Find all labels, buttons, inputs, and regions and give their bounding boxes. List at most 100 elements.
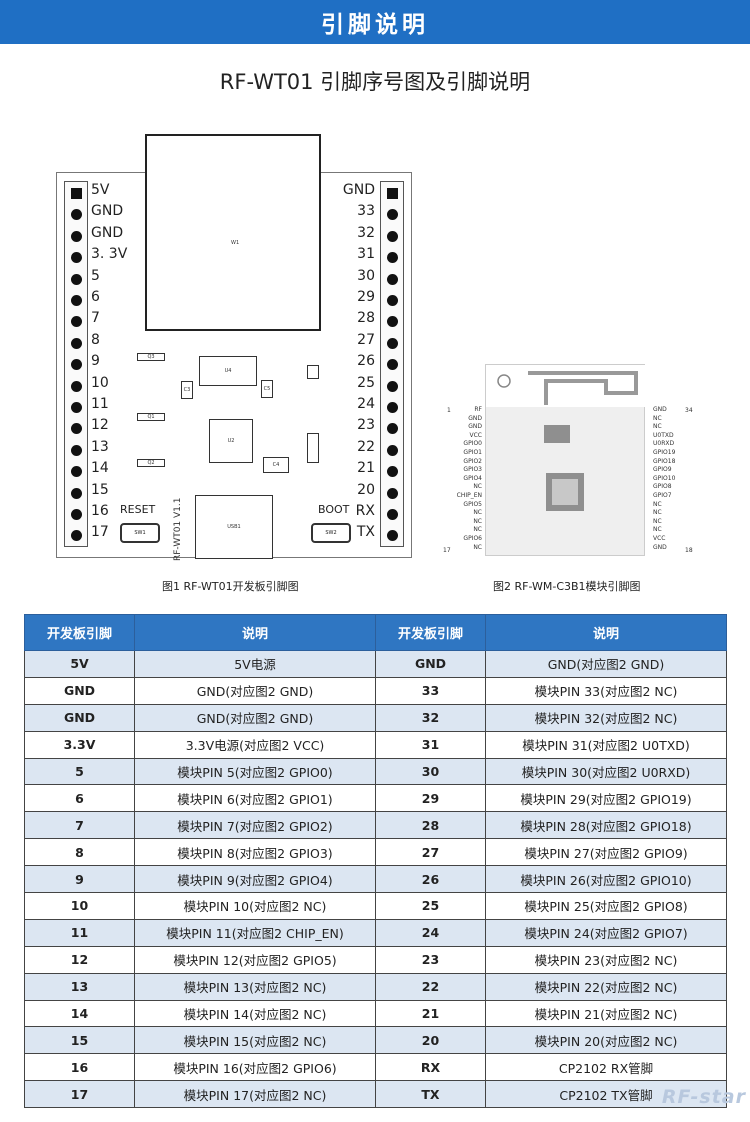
- board-right-pin: [387, 423, 398, 435]
- module-right-pin-label: NC: [653, 517, 662, 525]
- board-version: RF-WT01 V1.1: [173, 497, 183, 562]
- module-left-pin-label: NC: [473, 526, 482, 534]
- module-right-pin-label: GPIO8: [653, 483, 672, 491]
- cell-board-pin-left: 12: [24, 945, 135, 974]
- board-right-pin-label: 29: [357, 289, 375, 305]
- board-left-pin-label: 11: [91, 396, 109, 412]
- module-left-pin-label: NC: [473, 483, 482, 491]
- board-right-pin-label: GND: [342, 182, 375, 198]
- cell-description-right: 模块PIN 33(对应图2 NC): [485, 676, 727, 705]
- cell-description-left: 模块PIN 15(对应图2 NC): [134, 1026, 376, 1055]
- board-left-pin: [71, 209, 82, 221]
- board-right-pin: [387, 466, 398, 478]
- board-left-pin: [71, 402, 82, 413]
- right-pin-header: [380, 181, 404, 547]
- board-left-pin: [71, 509, 82, 520]
- cell-board-pin-right: 23: [375, 945, 486, 974]
- cell-description-right: 模块PIN 23(对应图2 NC): [485, 945, 727, 974]
- board-right-pin-label: 33: [357, 203, 375, 220]
- module-left-pin-label: GND: [468, 414, 482, 422]
- cell-description-right: 模块PIN 26(对应图2 GPIO10): [485, 865, 727, 894]
- board-right-pin: [387, 230, 398, 242]
- cell-board-pin-right: 24: [375, 918, 486, 947]
- board-left-pin: [71, 273, 82, 285]
- module-right-pin-label: NC: [653, 509, 662, 517]
- cell-description-right: 模块PIN 25(对应图2 GPIO8): [485, 892, 727, 920]
- cell-board-pin-right: RX: [375, 1053, 486, 1082]
- board-right-pin: [387, 380, 398, 392]
- board-left-pin: [71, 423, 82, 435]
- cell-board-pin-right: 31: [375, 730, 486, 759]
- board-right-pin-label: 23: [357, 417, 375, 434]
- module-pin-number-18: 18: [685, 547, 693, 554]
- board-right-pin: [387, 530, 398, 542]
- module-right-pin-label: U0RXD: [653, 440, 675, 448]
- board-left-pin-label: GND: [91, 203, 124, 220]
- cell-description-left: 模块PIN 17(对应图2 NC): [134, 1080, 376, 1109]
- component-d6: [307, 365, 319, 379]
- board-right-pin-label: 25: [357, 374, 375, 391]
- module-left-pin-label: NC: [473, 509, 482, 517]
- cell-board-pin-left: 10: [24, 892, 135, 920]
- module-left-pin-label: GPIO0: [463, 440, 482, 448]
- table-header-row: 开发板引脚 说明 开发板引脚 说明: [24, 614, 727, 651]
- board-left-pin: [71, 337, 82, 349]
- module-left-pin-label: GPIO6: [463, 535, 482, 542]
- figure2-caption: 图2 RF-WM-C3B1模块引脚图: [493, 580, 641, 593]
- board-right-pin-label: 27: [357, 331, 375, 348]
- cell-description-right: CP2102 TX管脚: [485, 1080, 727, 1109]
- cell-board-pin-left: 9: [24, 865, 135, 894]
- cell-board-pin-left: 8: [24, 838, 135, 867]
- header-description-right: 说明: [485, 614, 727, 651]
- board-right-pin: [387, 487, 398, 499]
- board-right-pin: [387, 337, 398, 349]
- ic-u2: U2: [209, 419, 253, 463]
- board-left-pin-label: 10: [91, 374, 109, 391]
- board-right-pin: [387, 252, 398, 264]
- cell-board-pin-left: 7: [24, 811, 135, 840]
- module-left-pin-label: NC: [473, 517, 482, 525]
- board-right-pin-label: 31: [357, 246, 375, 263]
- cell-description-left: 模块PIN 5(对应图2 GPIO0): [134, 757, 376, 786]
- cell-description-right: GND(对应图2 GND): [485, 650, 727, 678]
- cell-board-pin-right: 22: [375, 972, 486, 1001]
- banner-title: 引脚说明: [321, 12, 429, 38]
- board-left-pin-label: 15: [91, 481, 109, 498]
- cell-description-left: GND(对应图2 GND): [134, 703, 376, 732]
- module-right-pin-label: GPIO7: [653, 492, 672, 499]
- board-left-pin-label: 16: [91, 503, 109, 519]
- board-left-pin: [71, 252, 82, 264]
- cell-description-right: 模块PIN 24(对应图2 GPIO7): [485, 918, 727, 947]
- board-right-pin-label: 32: [357, 224, 375, 241]
- cell-board-pin-right: 32: [375, 703, 486, 732]
- board-left-pin-label: 17: [91, 524, 109, 541]
- cell-description-right: 模块PIN 20(对应图2 NC): [485, 1026, 727, 1055]
- board-left-pin-label: 9: [91, 353, 100, 370]
- module-body: [485, 364, 646, 556]
- cell-board-pin-left: 16: [24, 1053, 135, 1082]
- capacitor-c4: C4: [263, 457, 289, 473]
- cell-description-left: 5V电源: [134, 650, 376, 678]
- module-right-pin-label: GPIO9: [653, 466, 672, 474]
- module-layout-svg: [486, 365, 646, 511]
- header-board-pin-right: 开发板引脚: [375, 614, 486, 651]
- cell-board-pin-left: 13: [24, 972, 135, 1001]
- cell-description-right: CP2102 RX管脚: [485, 1053, 727, 1082]
- board-right-pin-label: 26: [357, 353, 375, 370]
- module-left-pin-label: CHIP_EN: [456, 492, 482, 499]
- board-right-pin-label: RX: [355, 503, 375, 519]
- board-left-pin: [71, 380, 82, 392]
- module-right-pin-label: NC: [653, 526, 662, 534]
- brand-watermark: RF-star: [661, 1086, 746, 1108]
- module-left-pin-label: GPIO5: [463, 500, 482, 508]
- module-left-pin-label: RF: [474, 406, 482, 413]
- module-left-pin-label: GPIO4: [463, 474, 482, 482]
- board-right-pin: [387, 402, 398, 413]
- cell-board-pin-left: GND: [24, 703, 135, 732]
